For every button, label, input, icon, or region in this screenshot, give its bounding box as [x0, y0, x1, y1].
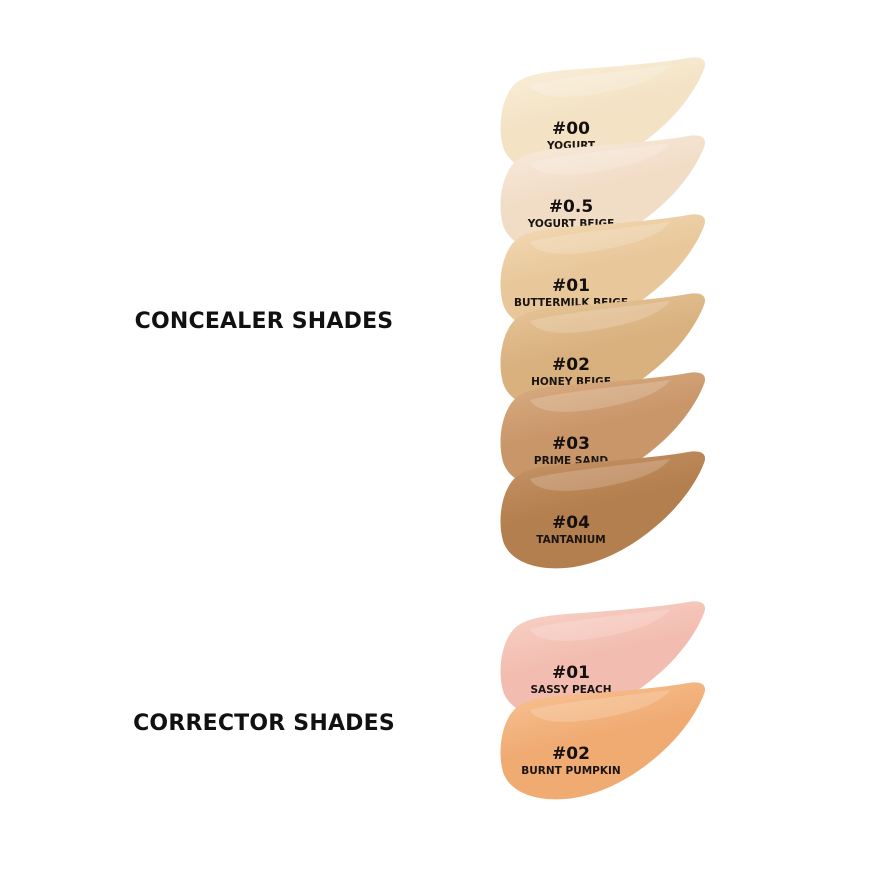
- swatch-smear: [500, 682, 706, 800]
- shade-code: #00: [552, 119, 590, 139]
- shade-code: #02: [552, 355, 590, 375]
- swatch-sheen: [530, 690, 670, 722]
- swatch-body: [500, 451, 706, 569]
- concealer-shades-title: CONCEALER SHADES: [134, 309, 394, 334]
- swatch-sheen: [530, 301, 670, 333]
- swatch-sheen: [530, 65, 670, 97]
- shade-code: #02: [552, 744, 590, 764]
- swatch-sheen: [530, 609, 670, 641]
- shade-name: TANTANIUM: [536, 534, 606, 546]
- swatch-smear: [500, 451, 706, 569]
- shade-code: #0.5: [548, 197, 594, 217]
- swatch-smear: [500, 293, 706, 411]
- swatch-smear: [500, 214, 706, 332]
- swatch-body: [500, 135, 706, 253]
- shade-code: #01: [552, 663, 590, 683]
- corrector-shades-title: CORRECTOR SHADES: [133, 711, 395, 736]
- swatch-body: [500, 57, 706, 175]
- shade-code: #03: [552, 434, 590, 454]
- shade-code: #04: [552, 513, 590, 533]
- shade-name: BURNT PUMPKIN: [521, 765, 621, 777]
- swatch-body: [500, 601, 706, 719]
- shade-code: #01: [552, 276, 590, 296]
- swatch-smear: [500, 601, 706, 719]
- swatch-body: [500, 682, 706, 800]
- swatch-smear: [500, 372, 706, 490]
- swatch-smear: [500, 135, 706, 253]
- swatch-sheen: [530, 380, 670, 412]
- swatch-body: [500, 372, 706, 490]
- swatch-body: [500, 214, 706, 332]
- swatch-sheen: [530, 222, 670, 254]
- shade-name: SASSY PEACH: [530, 684, 612, 696]
- swatch-smear: [500, 57, 706, 175]
- swatch-sheen: [530, 459, 670, 491]
- swatch-body: [500, 293, 706, 411]
- swatch-sheen: [530, 143, 670, 175]
